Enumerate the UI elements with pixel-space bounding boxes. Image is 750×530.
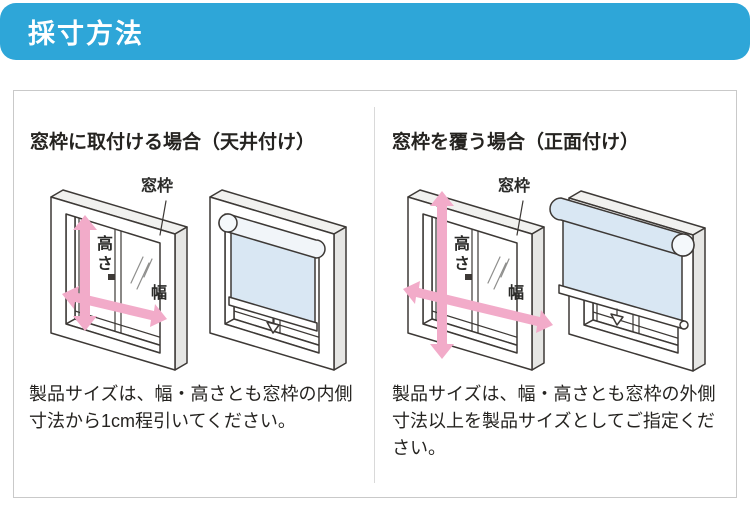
- bottom-bar: [228, 296, 318, 332]
- glass-reflection-lines: [130, 256, 153, 290]
- measurement-header: 採寸方法: [0, 3, 750, 60]
- roller-blind: [218, 213, 326, 334]
- pull-handle: [610, 313, 624, 326]
- panel-inside-mount: 窓枠に取付ける場合（天井付け）: [14, 91, 373, 497]
- window-frame-illustration: [403, 189, 553, 371]
- width-label: 幅: [508, 285, 525, 302]
- sash-lock: [108, 274, 115, 280]
- panel-description: 製品サイズは、幅・高さとも窓枠の外側寸法以上を製品サイズとしてご指定ください。: [392, 384, 716, 458]
- glass-reflection-lines: [487, 256, 510, 290]
- blind-inside-illustration: [209, 189, 347, 371]
- panel-title: 窓枠に取付ける場合（天井付け）: [30, 132, 316, 153]
- width-arrow: [403, 281, 553, 333]
- sash-lock: [465, 274, 472, 280]
- height-label: 高さ: [94, 235, 111, 275]
- height-arrow: [430, 191, 454, 359]
- pull-handle: [266, 321, 280, 334]
- panel-front-mount: 窓枠を覆う場合（正面付け）: [375, 91, 736, 497]
- window-frame-arrows-figure: 窓枠 高さ 幅: [402, 179, 557, 377]
- panel-divider: [374, 107, 375, 483]
- blind-front-illustration: [549, 190, 706, 372]
- window-frame-arrows-figure: 窓枠 高さ 幅: [45, 179, 200, 377]
- window-blind-front-figure: [549, 185, 733, 377]
- width-label: 幅: [151, 285, 168, 302]
- roller-tube-end-cap: [218, 213, 238, 233]
- roller-blind: [549, 197, 695, 330]
- window-frame: [50, 189, 188, 371]
- window-blind-inside-figure: [204, 185, 364, 377]
- height-arrow: [73, 215, 97, 331]
- content-box: 窓枠に取付ける場合（天井付け）: [13, 90, 737, 498]
- frame-pointer-line: [516, 200, 524, 236]
- roller-tube-end-cap: [671, 233, 695, 257]
- width-arrow: [62, 286, 167, 327]
- window-frame-illustration: [50, 189, 188, 371]
- window-frame: [407, 189, 545, 371]
- page-title: 採寸方法: [28, 19, 144, 49]
- panel-title: 窓枠を覆う場合（正面付け）: [392, 132, 640, 153]
- frame-label: 窓枠: [141, 178, 174, 195]
- bottom-bar-end-cap: [679, 320, 689, 330]
- frame-pointer-line: [159, 200, 167, 236]
- panel-description: 製品サイズは、幅・高さとも窓枠の内側寸法から1cm程引いてください。: [29, 384, 353, 431]
- frame-label: 窓枠: [498, 178, 531, 195]
- height-label: 高さ: [451, 235, 468, 275]
